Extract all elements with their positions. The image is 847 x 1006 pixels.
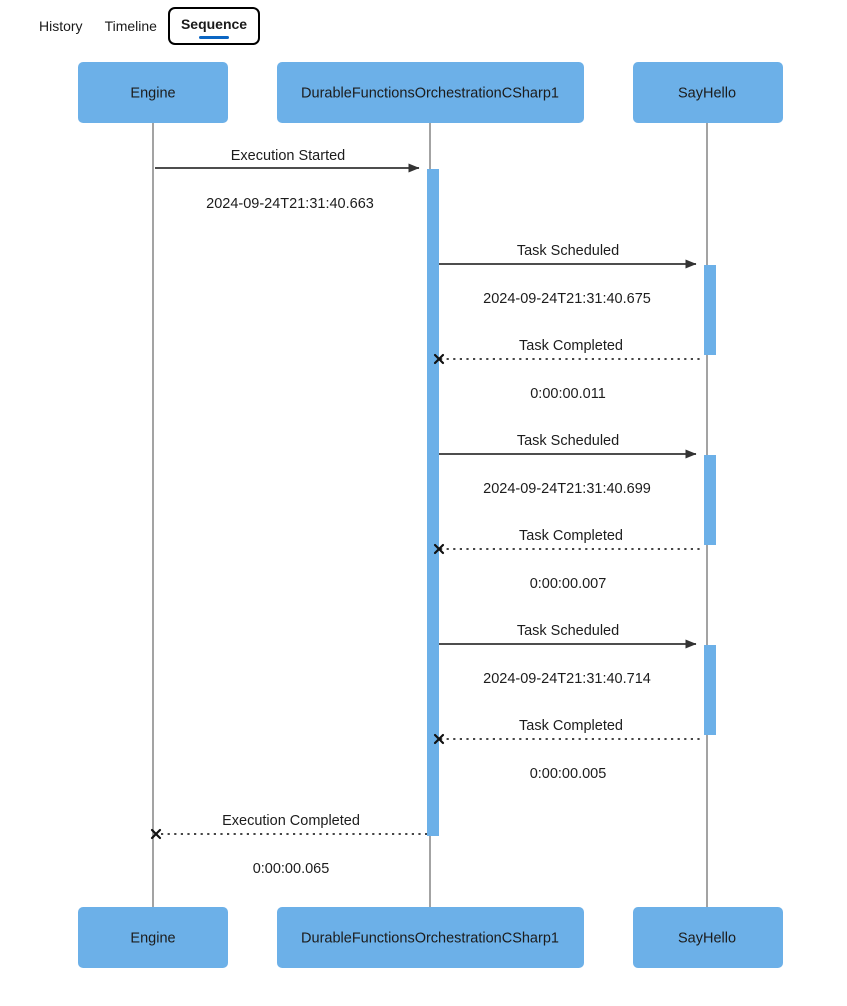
participant-footer-orchestrator[interactable]: DurableFunctionsOrchestrationCSharp1 bbox=[277, 907, 584, 968]
message-task-completed-3-sublabel: 0:00:00.005 bbox=[530, 766, 607, 782]
message-execution-completed-sublabel: 0:00:00.065 bbox=[253, 861, 330, 877]
tab-history[interactable]: History bbox=[28, 11, 94, 41]
activation-bar-sayhello-3 bbox=[704, 645, 716, 735]
activation-bar-sayhello-2 bbox=[704, 455, 716, 545]
message-task-completed-3-label: Task Completed bbox=[519, 718, 623, 734]
participant-footer-engine-label: Engine bbox=[130, 930, 175, 946]
tab-timeline[interactable]: Timeline bbox=[94, 11, 168, 41]
message-task-scheduled-1-label: Task Scheduled bbox=[517, 243, 619, 259]
participant-header-engine-label: Engine bbox=[130, 85, 175, 101]
message-task-completed-2-label: Task Completed bbox=[519, 528, 623, 544]
message-execution-completed-label: Execution Completed bbox=[222, 813, 360, 829]
message-task-scheduled-3-label: Task Scheduled bbox=[517, 623, 619, 639]
message-execution-completed-end-cross bbox=[150, 828, 162, 840]
message-task-completed-1[interactable]: Task Completed 0:00:00.011 bbox=[433, 338, 704, 402]
message-task-scheduled-2-sublabel: 2024-09-24T21:31:40.699 bbox=[483, 481, 651, 497]
message-task-completed-3-end-cross bbox=[433, 733, 445, 745]
message-task-scheduled-3-sublabel: 2024-09-24T21:31:40.714 bbox=[483, 671, 651, 687]
participant-footer-sayhello-label: SayHello bbox=[678, 930, 736, 946]
message-task-scheduled-1[interactable]: Task Scheduled 2024-09-24T21:31:40.675 bbox=[439, 243, 697, 307]
message-task-completed-3[interactable]: Task Completed 0:00:00.005 bbox=[433, 718, 704, 782]
participant-footer-engine[interactable]: Engine bbox=[78, 907, 228, 968]
message-task-completed-1-sublabel: 0:00:00.011 bbox=[530, 386, 606, 402]
activation-bar-sayhello-1 bbox=[704, 265, 716, 355]
participant-header-engine[interactable]: Engine bbox=[78, 62, 228, 123]
message-task-completed-1-label: Task Completed bbox=[519, 338, 623, 354]
view-tab-bar: History Timeline Sequence bbox=[0, 0, 847, 52]
message-task-scheduled-2-label: Task Scheduled bbox=[517, 433, 619, 449]
message-execution-started-label: Execution Started bbox=[231, 148, 345, 164]
tab-timeline-label: Timeline bbox=[104, 18, 157, 34]
message-task-scheduled-3[interactable]: Task Scheduled 2024-09-24T21:31:40.714 bbox=[439, 623, 697, 687]
message-task-scheduled-2[interactable]: Task Scheduled 2024-09-24T21:31:40.699 bbox=[439, 433, 697, 497]
message-task-completed-2[interactable]: Task Completed 0:00:00.007 bbox=[433, 528, 704, 592]
message-execution-started-sublabel: 2024-09-24T21:31:40.663 bbox=[206, 196, 374, 212]
participant-header-orchestrator-label: DurableFunctionsOrchestrationCSharp1 bbox=[301, 85, 559, 101]
message-task-completed-2-end-cross bbox=[433, 543, 445, 555]
message-task-scheduled-1-sublabel: 2024-09-24T21:31:40.675 bbox=[483, 291, 651, 307]
tab-sequence[interactable]: Sequence bbox=[167, 7, 261, 45]
participant-footer-sayhello[interactable]: SayHello bbox=[633, 907, 783, 968]
tab-sequence-label: Sequence bbox=[180, 16, 248, 32]
activation-bar-orchestrator bbox=[427, 169, 439, 836]
sequence-diagram: Engine DurableFunctionsOrchestrationCSha… bbox=[0, 52, 847, 1006]
message-task-completed-1-end-cross bbox=[433, 353, 445, 365]
participant-header-sayhello-label: SayHello bbox=[678, 85, 736, 101]
message-execution-started[interactable]: Execution Started 2024-09-24T21:31:40.66… bbox=[155, 148, 420, 212]
active-tab-indicator bbox=[199, 36, 230, 39]
participant-header-orchestrator[interactable]: DurableFunctionsOrchestrationCSharp1 bbox=[277, 62, 584, 123]
tab-history-label: History bbox=[39, 18, 83, 34]
message-execution-completed[interactable]: Execution Completed 0:00:00.065 bbox=[150, 813, 427, 877]
participant-footer-orchestrator-label: DurableFunctionsOrchestrationCSharp1 bbox=[301, 930, 559, 946]
message-task-completed-2-sublabel: 0:00:00.007 bbox=[530, 576, 607, 592]
participant-header-sayhello[interactable]: SayHello bbox=[633, 62, 783, 123]
